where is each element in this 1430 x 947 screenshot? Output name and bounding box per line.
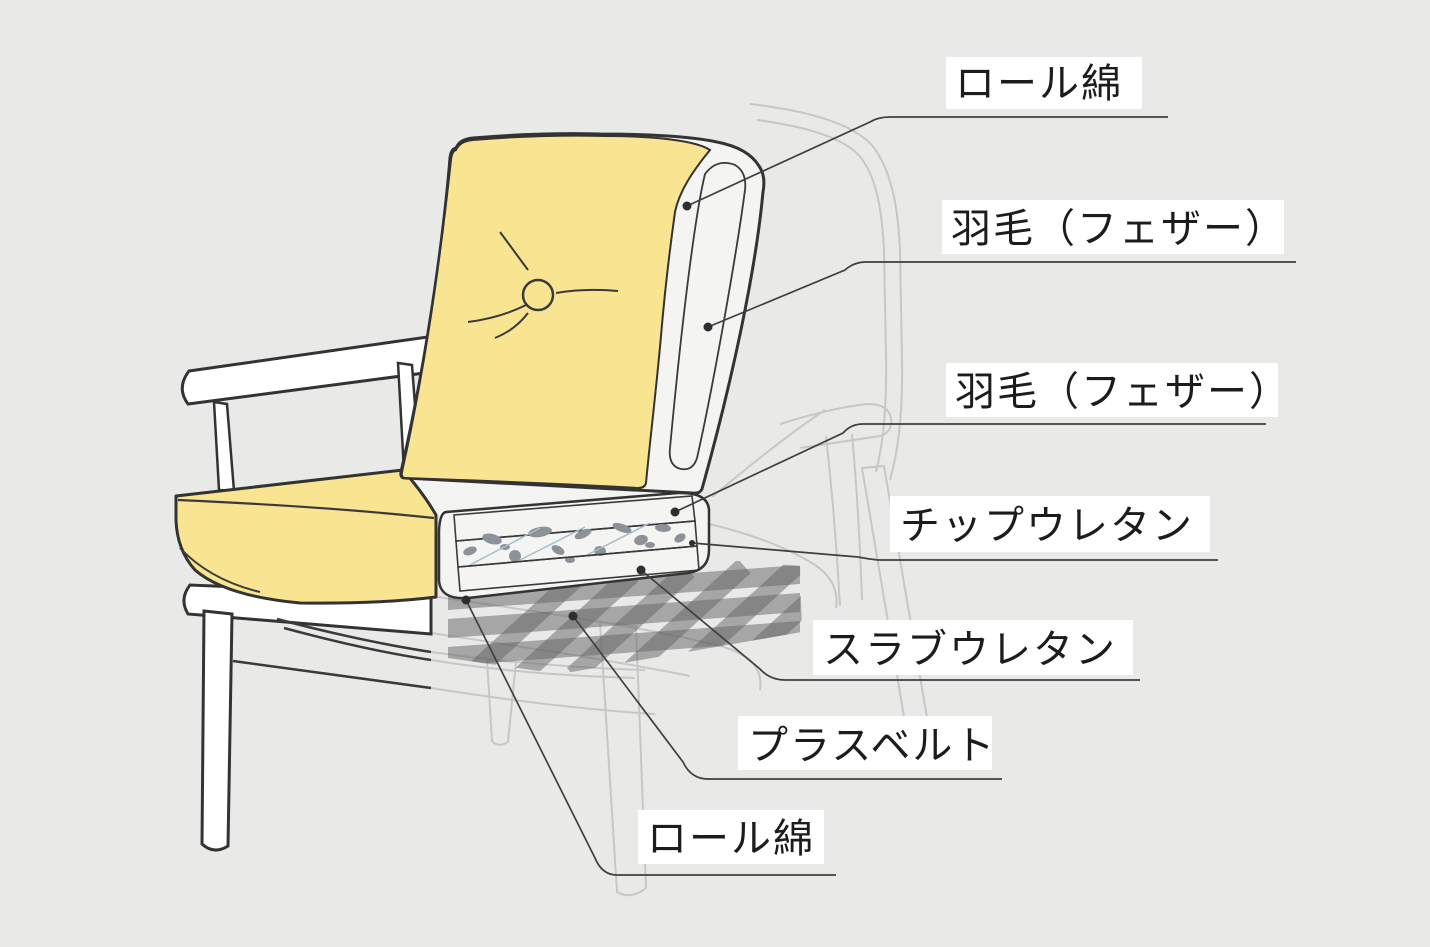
leader-roll-cotton-bottom (465, 599, 836, 876)
back-fabric (400, 134, 712, 490)
seat-section-slab-urethane-layer (457, 545, 700, 592)
leader-feather-seat (674, 423, 1266, 513)
leader-dots (461, 201, 713, 621)
seat-deck-curves (276, 617, 432, 662)
ghost-back-panel-outer (749, 103, 904, 481)
label-plus-belt: プラスベルト (738, 716, 996, 770)
back-feather-core (668, 162, 747, 471)
chip-fleck (645, 542, 655, 548)
dot-chip-urethane (689, 540, 695, 546)
chip-fleck (528, 526, 552, 538)
ghost-stretcher (430, 687, 656, 715)
webbing-strap-diagonal-4 (623, 559, 751, 674)
label-text-feather-seat: 羽毛（フェザー） (955, 369, 1291, 414)
ghost-leg-rear-left (485, 658, 518, 746)
dot-slab-urethane (636, 565, 646, 575)
leader-plus-belt (572, 615, 1002, 780)
chip-fleck (509, 550, 521, 562)
label-feather-back: 羽毛（フェザー） (942, 200, 1287, 254)
label-roll-cotton-bottom: ロール綿 (638, 810, 824, 864)
ghost-seat-right-corner (699, 521, 838, 609)
chip-flecks (463, 522, 686, 563)
webbing-strap-diagonal-5 (679, 558, 802, 674)
webbing-strap-diagonal-1 (455, 571, 583, 674)
chip-fleck (463, 546, 477, 556)
ghost-back-panel-inner (756, 119, 888, 473)
ghost-right-arm-post (825, 433, 863, 607)
leader-chip-urethane (691, 542, 1218, 561)
dot-roll-cotton-bottom (461, 595, 471, 605)
label-text-plus-belt: プラスベルト (748, 723, 996, 768)
chip-layer-see-through-lines (469, 522, 651, 566)
label-roll-cotton-top: ロール綿 (946, 57, 1142, 109)
label-bg (813, 620, 1133, 675)
chip-fleck (482, 533, 502, 545)
label-text-roll-cotton-top: ロール綿 (955, 61, 1123, 106)
label-bg (890, 496, 1210, 552)
ghost-seat-back-edge (711, 409, 826, 498)
label-text-slab-urethane: スラブウレタン (823, 627, 1117, 672)
seat-seam-line (177, 498, 435, 520)
seat-bottom-fold-line (179, 547, 261, 593)
callout-labels: ロール綿 羽毛（フェザー） 羽毛（フェザー） チップウレタン スラブウレタン プ… (638, 57, 1291, 864)
leader-feather-back (707, 261, 1296, 328)
label-chip-urethane: チップウレタン (890, 496, 1210, 552)
front-stretcher (232, 659, 432, 690)
label-text-roll-cotton-bottom: ロール綿 (647, 816, 815, 861)
dot-plus-belt (568, 611, 578, 621)
label-feather-seat: 羽毛（フェザー） (946, 363, 1291, 417)
chip-fleck (612, 522, 632, 534)
chip-fleck (551, 545, 565, 555)
label-text-chip-urethane: チップウレタン (900, 503, 1194, 548)
webbing-strap-diagonal-3 (567, 563, 695, 674)
label-bg (638, 810, 824, 864)
label-bg (738, 716, 992, 770)
label-bg (942, 200, 1284, 254)
webbing-strap-diagonal-2 (511, 567, 639, 674)
label-bg (946, 363, 1278, 417)
dot-feather-back (703, 322, 713, 332)
leader-roll-cotton-top (686, 116, 1168, 207)
leader-slab-urethane (640, 569, 1140, 681)
chip-fleck (674, 533, 686, 543)
chip-fleck (634, 534, 648, 546)
back-cushion (399, 132, 766, 495)
dot-feather-seat (670, 507, 680, 517)
ghost-right-arm-top (779, 402, 893, 449)
chip-fleck (655, 523, 671, 533)
tuft-crease-lines (467, 231, 619, 339)
chip-fleck (565, 557, 575, 563)
front-left-leg (200, 609, 234, 852)
chip-fleck (574, 528, 592, 540)
tuft-button (521, 278, 555, 312)
ghost-leg-front-right (598, 620, 648, 897)
dot-roll-cotton-top (682, 201, 692, 211)
leader-lines (465, 116, 1296, 876)
label-bg (946, 57, 1142, 109)
label-text-feather-back: 羽毛（フェザー） (951, 206, 1287, 251)
label-slab-urethane: スラブウレタン (813, 620, 1133, 675)
